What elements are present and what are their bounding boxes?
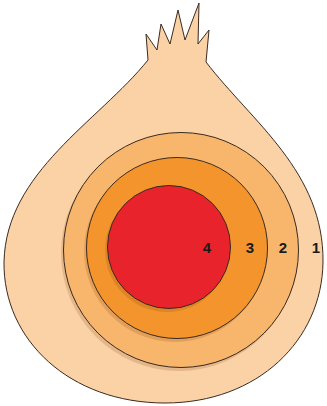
layer-circle <box>87 158 268 339</box>
onion-outline <box>4 3 323 403</box>
layer-number: 1 <box>312 240 320 255</box>
layer-circle <box>64 133 299 368</box>
circle-outline <box>107 185 231 309</box>
second-layer: 234 <box>63 132 299 368</box>
inner-core: 4 <box>107 185 231 309</box>
third-layer: 34 <box>86 157 268 339</box>
layer-circle <box>108 186 231 309</box>
layer-number: 2 <box>279 240 287 255</box>
layer-number: 4 <box>203 240 211 255</box>
layer-number: 3 <box>246 240 254 255</box>
